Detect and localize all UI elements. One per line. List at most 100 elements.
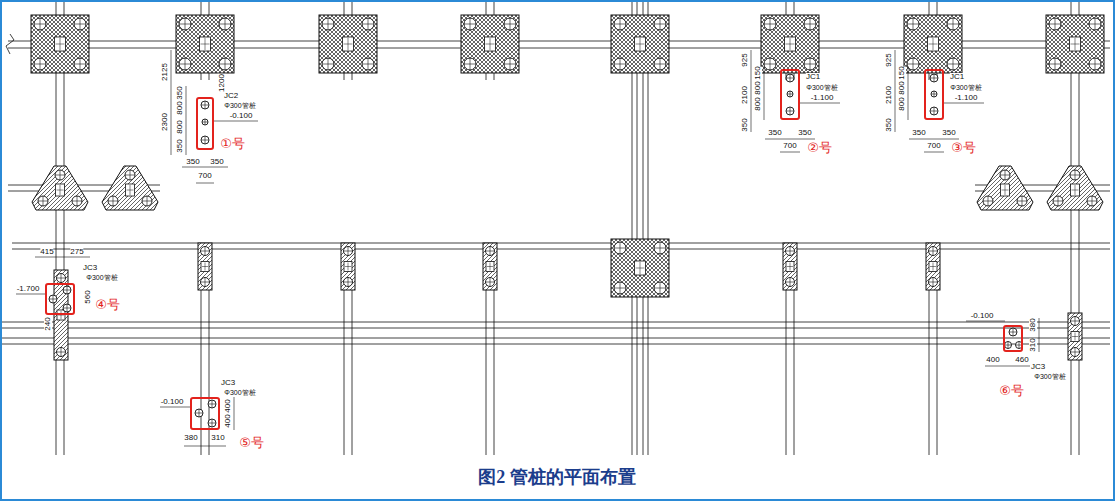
dimension-label: 800 [898, 97, 906, 110]
column-cross [60, 185, 61, 195]
pile-cross [790, 91, 791, 97]
pile-symbol [929, 247, 938, 256]
dimension-label: 350 [942, 129, 955, 137]
dimension-label: 800 [754, 97, 762, 110]
pile-symbol [125, 170, 135, 180]
pile-cap [32, 166, 88, 210]
dimension-label: 700 [783, 142, 796, 150]
pile-symbol [72, 196, 82, 206]
pile-symbol [764, 18, 776, 30]
dimension-label: 350 [741, 118, 749, 131]
leader-line [160, 407, 192, 408]
column-symbol [1071, 332, 1079, 342]
pile-cross [40, 18, 41, 30]
pile-symbol [1089, 18, 1101, 30]
pile-cross [770, 58, 771, 70]
pile-cross [620, 242, 621, 254]
pile-cap [783, 243, 797, 290]
pile-symbol [804, 58, 816, 70]
pile-symbol [201, 101, 209, 109]
pile-cross [660, 58, 661, 70]
dimension-label: 380 [1029, 318, 1037, 331]
pile-symbol [208, 400, 216, 408]
column-cross [1005, 185, 1006, 195]
pile-cross [1019, 342, 1020, 349]
pile-symbol [947, 18, 959, 30]
pile-type-note: Φ300管桩 [86, 274, 117, 281]
dimension-label: 350 [768, 129, 781, 137]
pile-group-box: ③号 [924, 69, 944, 120]
dimension-line [924, 152, 944, 153]
pile-cap-code: JC3 [83, 264, 97, 272]
pile-symbol [142, 196, 152, 206]
pile-cross [61, 348, 62, 357]
column-cross [640, 262, 641, 274]
pile-cross [185, 18, 186, 30]
pile-cross [1058, 196, 1059, 206]
pile-symbol [929, 278, 938, 287]
dimension-label: 2100 [885, 86, 893, 104]
pile-cap [341, 243, 355, 290]
pile-symbol [907, 58, 919, 70]
dimension-label: 700 [198, 172, 211, 180]
column-symbol [1070, 37, 1081, 51]
pile-cap [611, 239, 669, 297]
pile-cross [205, 278, 206, 287]
dimension-label: 800 [898, 81, 906, 94]
pile-cap [31, 15, 89, 73]
pile-cross [510, 18, 511, 30]
pile-cross [77, 196, 78, 206]
dimension-line [186, 86, 187, 155]
pile-cap [611, 15, 669, 73]
beam-line [12, 249, 1110, 250]
pile-cross [199, 409, 200, 417]
pile-symbol [614, 58, 626, 70]
dimension-label: 350 [176, 139, 184, 152]
dimension-label: 380 [184, 434, 197, 442]
pile-type-note: Φ300管桩 [1034, 373, 1065, 380]
pile-cross [328, 18, 329, 30]
pile-symbol [764, 58, 776, 70]
dimension-line [234, 397, 235, 430]
dimension-label: 350 [176, 86, 184, 99]
column-cross [1075, 38, 1076, 50]
pile-cap [319, 15, 377, 73]
beam-line [0, 328, 1110, 329]
pile-cross [1075, 348, 1076, 357]
pile-cross [620, 58, 621, 70]
pile-symbol [1049, 58, 1061, 70]
pile-cap [1047, 166, 1103, 210]
column-cross [490, 263, 491, 271]
pile-symbol [983, 196, 993, 206]
pile-symbol [786, 107, 794, 115]
pile-cross [510, 58, 511, 70]
column-cross [933, 263, 934, 271]
beam-line [0, 322, 1110, 323]
pile-cross [80, 58, 81, 70]
pile-cap-code: JC3 [1031, 363, 1045, 371]
pile-cross [212, 419, 213, 427]
pile-cross [934, 107, 935, 115]
pile-cross [1013, 328, 1014, 336]
pile-cross [953, 58, 954, 70]
pile-symbol [786, 278, 795, 287]
pile-symbol [63, 304, 71, 312]
pile-symbol [654, 282, 666, 294]
column-symbol [485, 37, 496, 51]
pile-symbol [322, 18, 334, 30]
dimension-label: 350 [186, 158, 199, 166]
beam-line [0, 338, 1110, 339]
pile-cap [977, 166, 1033, 210]
dimension-label: 350 [912, 129, 925, 137]
pile-group-box: ④号 [45, 283, 75, 315]
callout-number: ⑤号 [239, 435, 264, 448]
column-symbol [1071, 184, 1080, 196]
pile-cross [490, 247, 491, 256]
callout-number: ①号 [220, 136, 245, 149]
pile-group-box: ⑤号 [190, 397, 220, 430]
pile-cross [67, 304, 68, 312]
pile-symbol [614, 18, 626, 30]
pile-symbol [344, 247, 353, 256]
